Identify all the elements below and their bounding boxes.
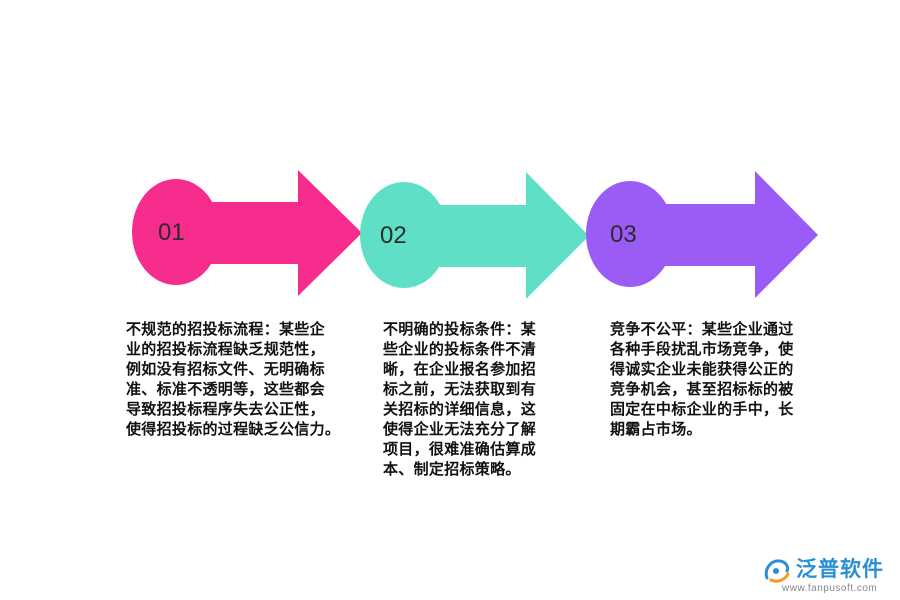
brand-logo-icon: [764, 559, 790, 583]
brand-name: 泛普软件: [796, 557, 884, 581]
step-1-circle: [132, 179, 220, 285]
step-2-circle: [360, 182, 448, 288]
step-3-circle: [586, 181, 674, 287]
step-1-shape: 01: [132, 170, 362, 296]
step-2-shape: 02: [360, 172, 589, 299]
step-1-number: 01: [158, 219, 185, 246]
step-1-description: 不规范的招投标流程：某些企 业的招投标流程缺乏规范性， 例如没有招标文件、无明确…: [126, 320, 341, 438]
brand-watermark: 泛普软件 www.fanpusoft.com: [762, 556, 892, 596]
brand-url: www.fanpusoft.com: [782, 583, 878, 594]
step-3-description: 竞争不公平：某些企业通过 各种手段扰乱市场竞争，使 得诚实企业未能获得公正的 竞…: [610, 320, 794, 438]
step-2-number: 02: [380, 222, 407, 249]
step-1-arrow: [175, 170, 362, 296]
step-3-arrow: [630, 171, 818, 298]
step-3-number: 03: [610, 221, 637, 248]
step-2-description: 不明确的投标条件：某 些企业的投标条件不清 晰，在企业报名参加招 标之前，无法获…: [383, 320, 537, 478]
step-3-shape: 03: [586, 171, 818, 298]
step-2-arrow: [405, 172, 589, 299]
